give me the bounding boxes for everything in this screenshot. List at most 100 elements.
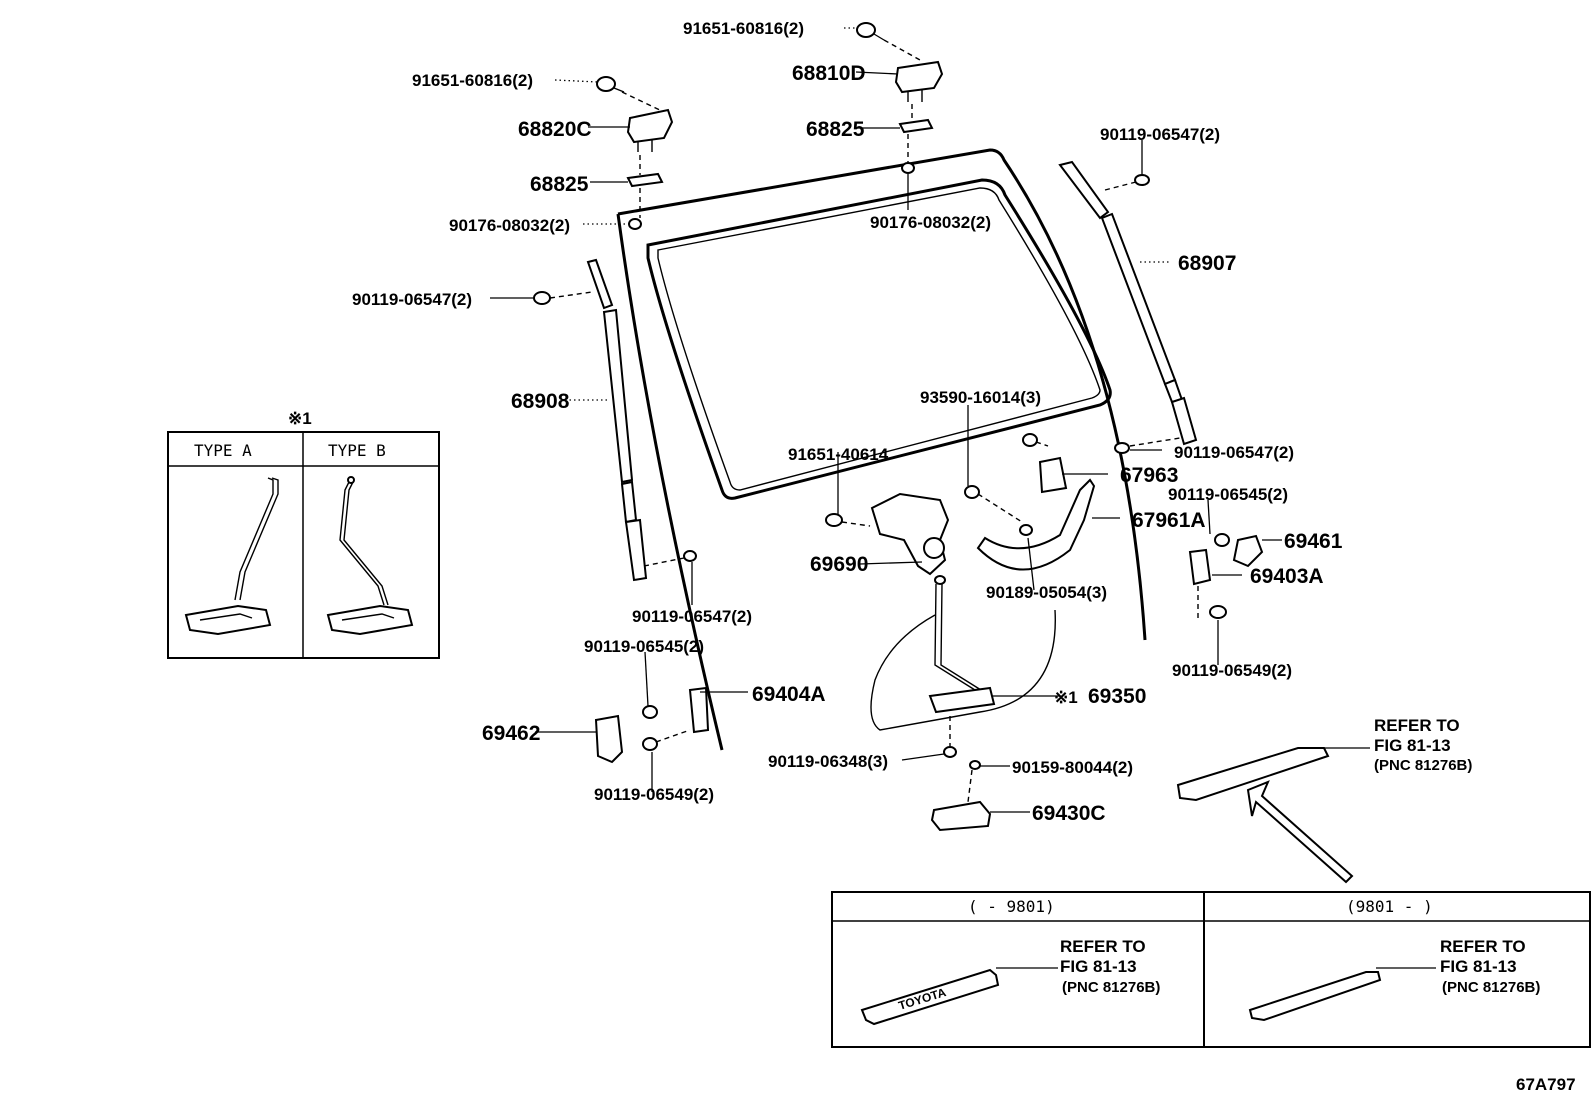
callouts: 91651-60816(2) 91651-60816(2) 68810D 688…	[352, 19, 1343, 825]
emblem-garnish-icon	[860, 968, 1000, 1026]
bolt-icon	[1134, 174, 1150, 186]
stay-upper-bracket-icon	[1058, 160, 1110, 220]
callout-control: 69350	[1088, 685, 1146, 708]
callout-bolt-stay-left-top: 90119-06547(2)	[352, 290, 472, 309]
stay-lower-bracket-icon	[624, 518, 648, 582]
screw-icon	[964, 485, 980, 499]
refer-main-group: REFER TO FIG 81-13 (PNC 81276B)	[1176, 716, 1472, 884]
nut-icon	[901, 162, 915, 174]
screw-icon	[1022, 433, 1038, 447]
stop-lamp-icon	[1248, 971, 1382, 1022]
callout-nut-handle: 90189-05054(3)	[986, 583, 1107, 602]
hinge-left-group	[596, 76, 674, 230]
stay-right	[1058, 160, 1198, 454]
callout-bracket-left: 69404A	[752, 683, 826, 706]
striker-right-group	[1188, 533, 1264, 619]
bolt-icon	[533, 291, 551, 305]
callout-shim-left: 68825	[530, 173, 589, 196]
inset-type-b-label: TYPE B	[328, 441, 386, 460]
stay-upper-bracket-icon	[586, 258, 614, 310]
hinge-icon	[894, 60, 944, 94]
bracket-icon	[1038, 456, 1068, 494]
bolt-icon	[1214, 533, 1230, 547]
bolt-icon	[856, 22, 876, 38]
shim-icon	[898, 118, 934, 134]
control-handle-icon	[928, 686, 996, 714]
bolt-icon	[683, 550, 697, 562]
callout-bracket-right: 69403A	[1250, 565, 1324, 588]
callout-hinge-left: 68820C	[518, 118, 592, 141]
variant-right-refer-line2: FIG 81-13	[1440, 957, 1517, 976]
refer-main-line2: FIG 81-13	[1374, 736, 1451, 755]
variant-left-refer-line1: REFER TO	[1060, 937, 1146, 956]
cover-icon	[930, 800, 992, 832]
hinge-icon	[626, 108, 674, 144]
callout-bolt-stay-right-top: 90119-06547(2)	[1100, 125, 1220, 144]
striker-left-group	[594, 686, 710, 764]
callout-stay-left: 68908	[511, 390, 570, 413]
nut-icon	[1019, 524, 1033, 536]
callout-bolt-lock: 91651-40614	[788, 445, 889, 464]
refer-main-line3: (PNC 81276B)	[1374, 757, 1472, 774]
callout-hinge-right: 68810D	[792, 62, 866, 85]
handle-icon	[976, 478, 1096, 571]
callout-screw-handle: 93590-16014(3)	[920, 388, 1041, 407]
striker-icon	[594, 714, 624, 764]
variant-left-refer-line2: FIG 81-13	[1060, 957, 1137, 976]
screw-icon	[969, 760, 981, 770]
lock-assembly	[825, 433, 1096, 832]
stay-lower-bracket-icon	[1170, 396, 1198, 446]
callout-striker-right: 69461	[1284, 530, 1343, 553]
variant-right-refer-line3: (PNC 81276B)	[1442, 979, 1540, 996]
callout-handle: 67961A	[1132, 509, 1206, 532]
variant-table: ( - 9801) (9801 - ) TOYOTA REFER TO FIG …	[831, 891, 1591, 1048]
inset-type-a-label: TYPE A	[194, 441, 252, 460]
callout-bolt-bracket-right: 90119-06549(2)	[1172, 661, 1292, 680]
callout-cover: 69430C	[1032, 802, 1106, 825]
bolt-icon	[825, 513, 843, 527]
callout-bolt-bracket-left: 90119-06549(2)	[594, 785, 714, 804]
inset-ref-mark: ※1	[288, 409, 312, 428]
bolt-icon	[943, 746, 957, 758]
callout-bolt-top-left: 91651-60816(2)	[412, 71, 533, 90]
variant-left-cell: TOYOTA REFER TO FIG 81-13 (PNC 81276B)	[860, 937, 1160, 1026]
bracket-icon	[1188, 548, 1212, 586]
variant-right-cell: REFER TO FIG 81-13 (PNC 81276B)	[1248, 937, 1540, 1022]
nut-icon	[628, 218, 642, 230]
callout-stay-right: 68907	[1178, 252, 1236, 275]
striker-icon	[1232, 534, 1264, 568]
type-a-control-icon	[184, 477, 279, 636]
variant-right-header: (9801 - )	[1346, 897, 1433, 916]
bolt-icon	[1209, 605, 1227, 619]
callout-screw-cover: 90159-80044(2)	[1012, 758, 1133, 777]
stay-left	[533, 258, 697, 582]
bracket-icon	[688, 686, 710, 734]
bolt-icon	[642, 705, 658, 719]
callout-bolt-top-center: 91651-60816(2)	[683, 19, 804, 38]
callout-bolt-control: 90119-06348(3)	[768, 752, 888, 771]
diagram-id: 67A797	[1516, 1075, 1576, 1094]
callout-bolt-striker-left: 90119-06545(2)	[584, 637, 704, 656]
variant-left-refer-line3: (PNC 81276B)	[1062, 979, 1160, 996]
back-door-panel	[616, 148, 1147, 751]
callout-bolt-stay-right-bottom: 90119-06547(2)	[1174, 443, 1294, 462]
bolt-icon	[642, 737, 658, 751]
callout-bolt-stay-left-bottom: 90119-06547(2)	[632, 607, 752, 626]
callout-striker-left: 69462	[482, 722, 540, 745]
callout-shim-center: 68825	[806, 118, 865, 141]
leader-lines	[490, 27, 1282, 813]
hinge-right-group	[856, 22, 944, 174]
shim-icon	[626, 172, 664, 188]
callout-control-ref: ※1	[1054, 688, 1078, 707]
callout-nut-center: 90176-08032(2)	[870, 213, 991, 232]
callout-bolt-striker-right: 90119-06545(2)	[1168, 485, 1288, 504]
bolt-icon	[1114, 442, 1130, 454]
bolt-icon	[596, 76, 616, 92]
variant-right-refer-line1: REFER TO	[1440, 937, 1526, 956]
callout-nut-left: 90176-08032(2)	[449, 216, 570, 235]
callout-lock: 69690	[810, 553, 868, 576]
variant-left-header: ( - 9801)	[968, 897, 1055, 916]
type-inset: ※1 TYPE A TYPE B	[167, 409, 440, 659]
type-b-control-icon	[326, 476, 414, 636]
